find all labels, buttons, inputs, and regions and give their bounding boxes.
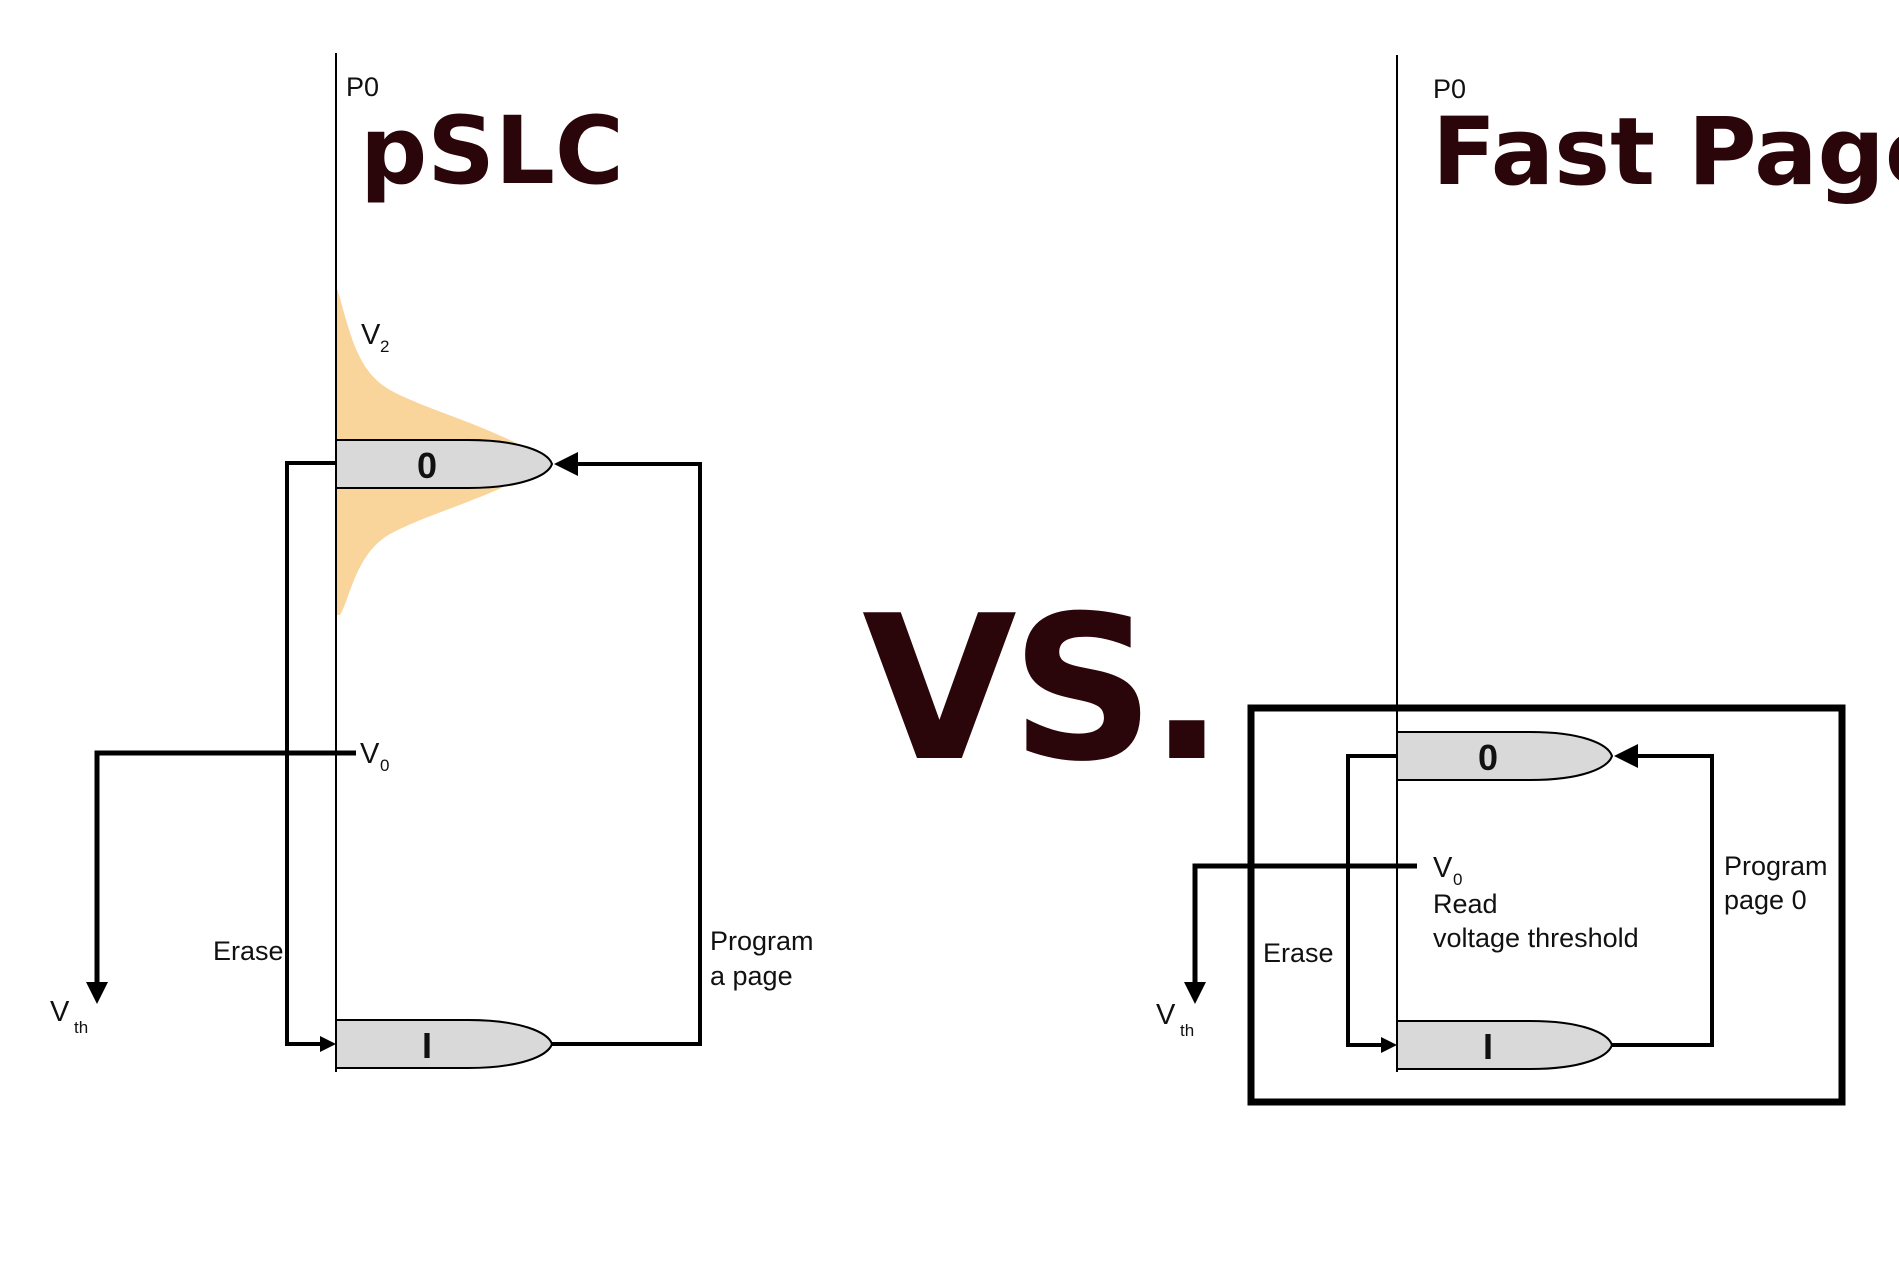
v2-label: V (361, 319, 381, 351)
pslc-title: pSLC (360, 97, 624, 206)
pslc-program-label-line2: a page (710, 961, 793, 991)
fast-page-read-label-line2: voltage threshold (1433, 923, 1639, 953)
fast-page-state-1-label: I (1483, 1026, 1493, 1067)
fast-page-panel: P0 Fast Page 0 I V 0 Read voltage thresh… (1156, 55, 1899, 1106)
pslc-vth-arrowhead (86, 982, 108, 1004)
fast-page-title: Fast Page (1432, 98, 1899, 207)
pslc-v0-vth-path (94, 750, 356, 986)
pslc-state-1-label: I (422, 1025, 432, 1066)
pslc-erase-arrowhead (320, 1036, 336, 1052)
fast-page-vth-arrowhead (1184, 982, 1206, 1004)
fast-page-program-path (1612, 754, 1714, 1047)
pslc-state-0-label: 0 (417, 445, 437, 486)
fast-page-erase-arrowhead (1381, 1037, 1397, 1053)
pslc-state-1-cell (335, 1019, 554, 1069)
fast-page-axis-label: P0 (1433, 74, 1466, 104)
fast-page-erase-path (1346, 754, 1397, 1047)
fast-page-read-label-line1: Read (1433, 889, 1498, 919)
fast-page-state-0-label: 0 (1478, 737, 1498, 778)
pslc-state-0-cell (335, 439, 554, 489)
pslc-erase-label: Erase (213, 936, 284, 966)
vs-text: VS. (862, 573, 1219, 806)
pslc-v0-subscript: 0 (380, 756, 389, 775)
pslc-axis-label: P0 (346, 72, 379, 102)
pslc-program-label-line1: Program (710, 926, 814, 956)
fast-page-program-arrowhead (1614, 744, 1638, 768)
pslc-program-arrowhead (554, 452, 578, 476)
pslc-panel: P0 pSLC V 2 0 I V 0 V th Erase Program a… (50, 53, 814, 1072)
fast-page-v0-label: V (1433, 852, 1453, 884)
fast-page-erase-label: Erase (1263, 938, 1334, 968)
fast-page-highlight-box (1247, 704, 1846, 1106)
fast-page-state-1-cell (1396, 1020, 1614, 1070)
pslc-v0-label: V (360, 738, 380, 770)
fast-page-state-0-cell (1396, 731, 1614, 781)
fast-page-vth-label: V (1156, 999, 1176, 1031)
pslc-program-path (552, 462, 702, 1046)
v2-subscript: 2 (380, 337, 389, 356)
pslc-vth-label: V (50, 996, 70, 1028)
fast-page-v0-subscript: 0 (1453, 870, 1462, 889)
fast-page-vth-subscript: th (1180, 1021, 1194, 1040)
fast-page-program-label-line2: page 0 (1724, 885, 1807, 915)
pslc-vth-subscript: th (74, 1018, 88, 1037)
fast-page-program-label-line1: Program (1724, 851, 1828, 881)
fast-page-v0-vth-path (1192, 863, 1417, 986)
